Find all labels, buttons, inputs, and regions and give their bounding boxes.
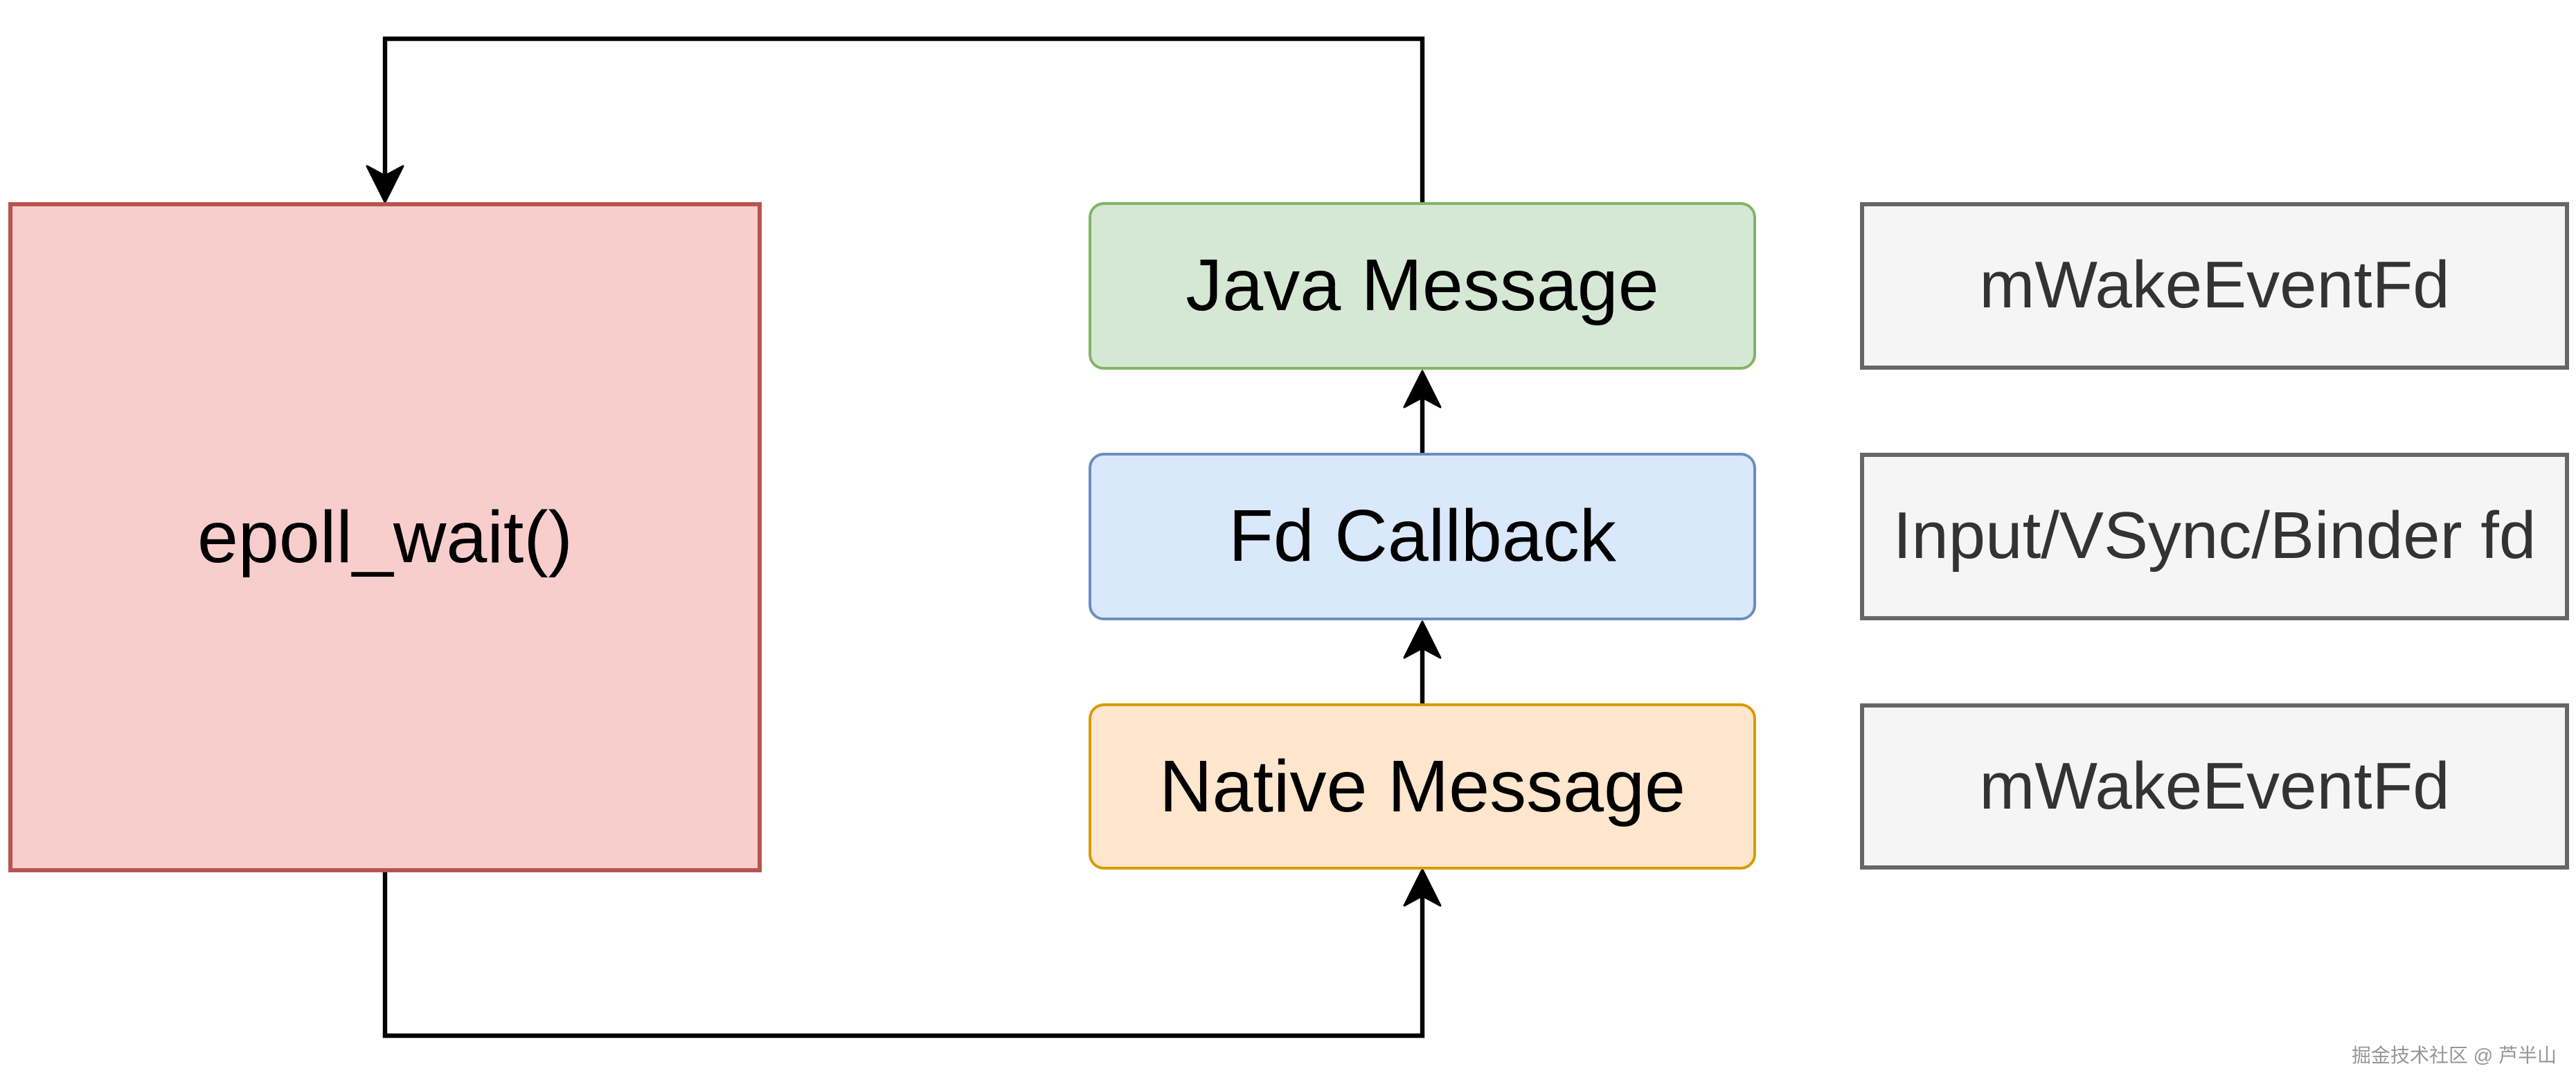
- arrow-up-head-icon: [1403, 620, 1442, 659]
- arrow-java-to-epoll-line: [382, 36, 1425, 202]
- arrow-down-head-icon: [366, 165, 404, 204]
- node-java-message-label: Java Message: [1186, 245, 1659, 327]
- arrow-native-to-fd: [1403, 620, 1442, 703]
- node-fd-callback: Fd Callback: [1089, 453, 1756, 620]
- watermark: 掘金技术社区 @ 芦半山: [2352, 1044, 2557, 1066]
- arrow-epoll-to-native-line: [382, 872, 1425, 1038]
- node-input-vsync-binder-fd: Input/VSync/Binder fd: [1860, 453, 2569, 620]
- node-wake-event-fd-top-label: mWakeEventFd: [1979, 249, 2450, 323]
- node-wake-event-fd-bottom: mWakeEventFd: [1860, 703, 2569, 870]
- node-wake-event-fd-top: mWakeEventFd: [1860, 202, 2569, 370]
- node-input-vsync-binder-fd-label: Input/VSync/Binder fd: [1893, 500, 2537, 573]
- node-epoll-wait-label: epoll_wait(): [197, 496, 573, 578]
- node-native-message: Native Message: [1089, 703, 1756, 870]
- arrow-up-head-icon: [1403, 868, 1442, 907]
- arrow-fd-to-java: [1403, 370, 1442, 453]
- arrow-up-head-icon: [1403, 370, 1442, 408]
- node-java-message: Java Message: [1089, 202, 1756, 370]
- node-wake-event-fd-bottom-label: mWakeEventFd: [1979, 750, 2450, 823]
- arrow-java-to-epoll-loop: [366, 36, 1425, 204]
- arrow-epoll-to-native-loop: [382, 868, 1442, 1038]
- node-native-message-label: Native Message: [1159, 746, 1685, 827]
- node-fd-callback-label: Fd Callback: [1228, 496, 1616, 577]
- node-epoll-wait: epoll_wait(): [8, 202, 762, 872]
